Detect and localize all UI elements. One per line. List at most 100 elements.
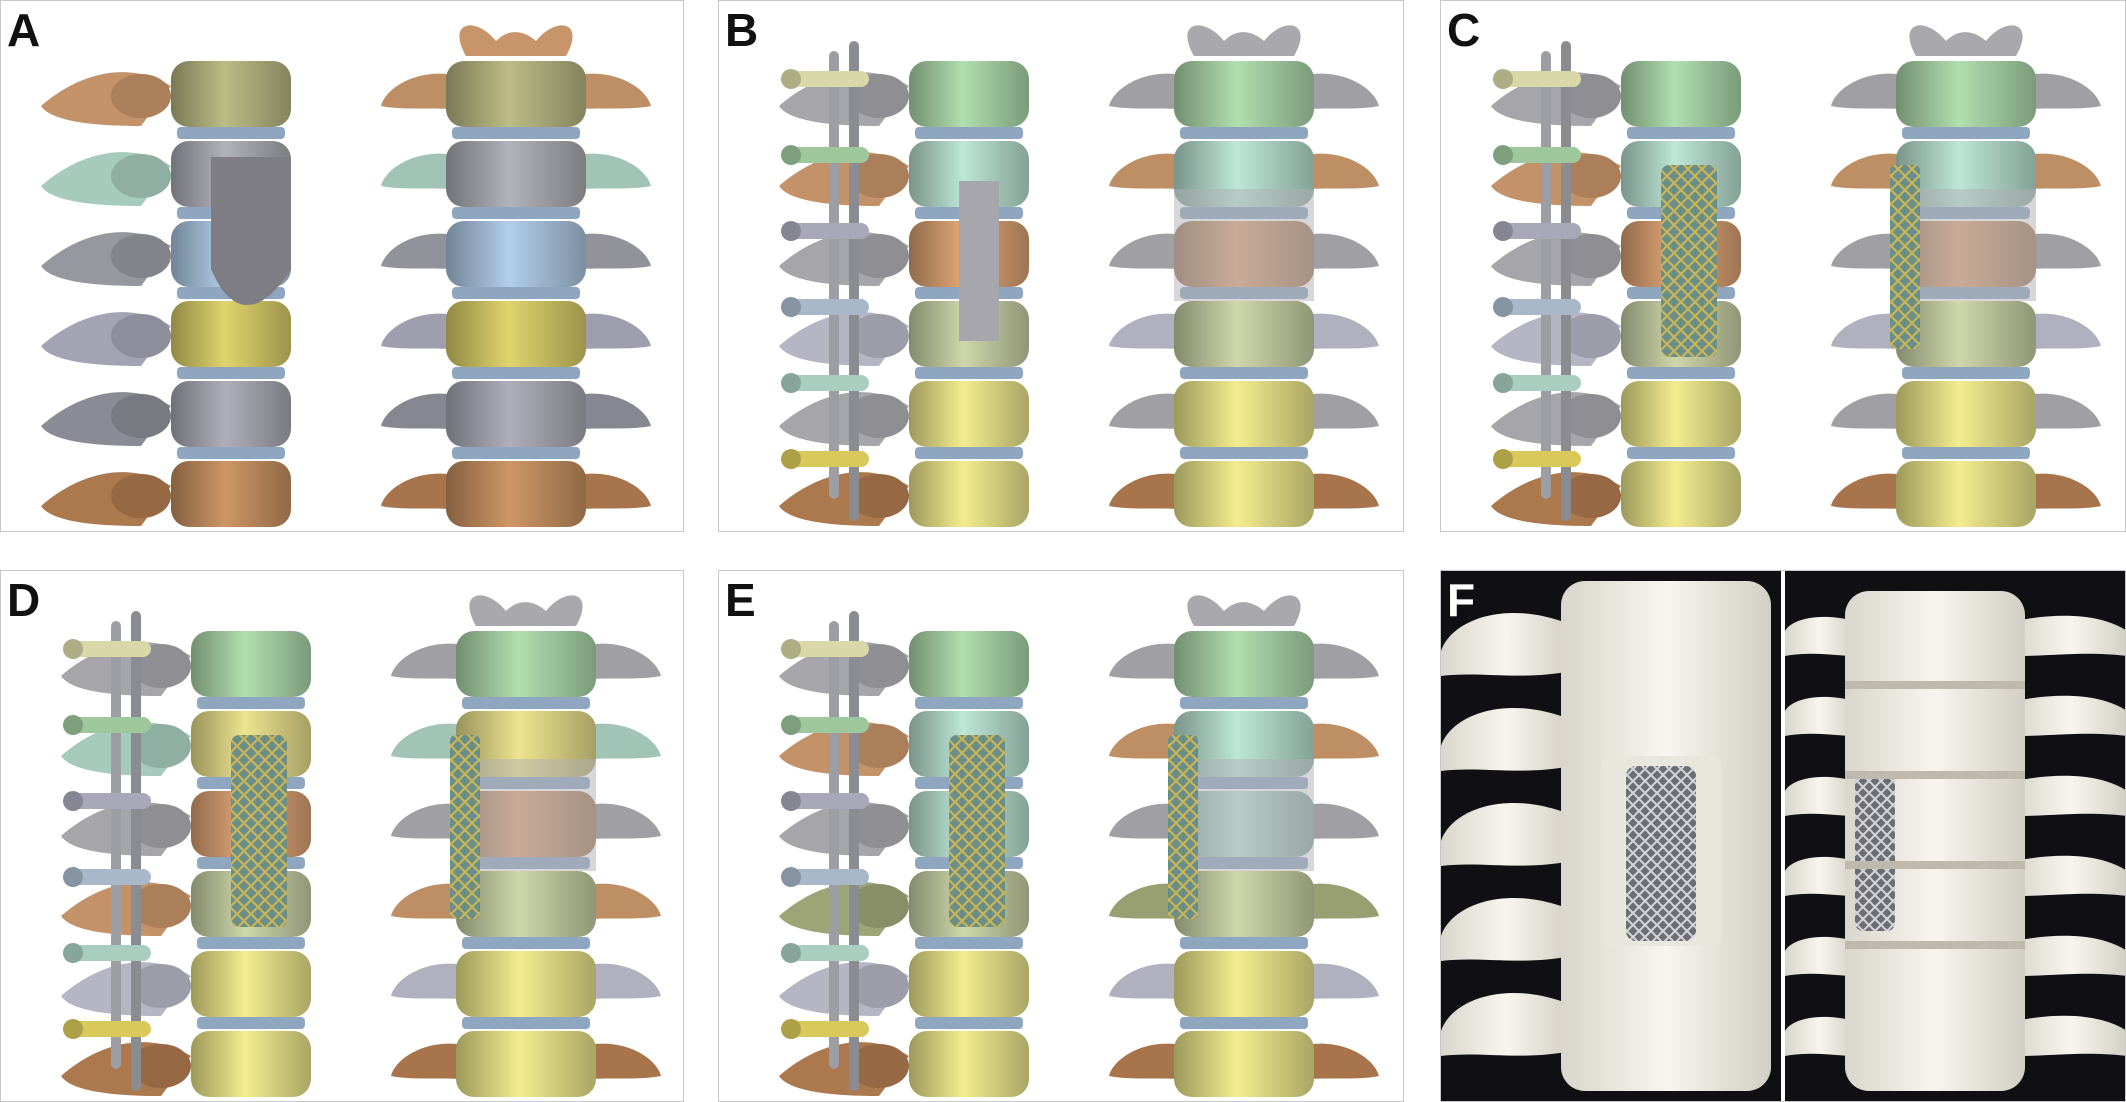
printed-vertebral-column <box>1845 591 2025 1091</box>
pedicle-screw <box>789 945 869 961</box>
spinous-process <box>456 531 576 532</box>
rib-process <box>2015 855 2125 896</box>
titanium-mesh-cage <box>1626 766 1696 941</box>
spine-lateral-view-c <box>1471 1 1771 531</box>
pedicle-screw <box>1501 147 1581 163</box>
pedicle-screw <box>1501 223 1581 239</box>
screw-head <box>781 69 801 89</box>
screw-head <box>781 1019 801 1039</box>
panel-e: E <box>718 570 1404 1102</box>
disc-line <box>1845 681 2025 689</box>
screw-head <box>781 791 801 811</box>
disc-line <box>1845 861 2025 869</box>
vertebral-body <box>446 61 586 127</box>
model-photo-lateral <box>1441 571 1783 1101</box>
intervertebral-disc <box>177 127 285 139</box>
rib-process <box>1785 856 1855 896</box>
pedicle-screw <box>789 641 869 657</box>
intervertebral-disc <box>915 447 1023 459</box>
vertebral-body <box>909 381 1029 447</box>
titanium-mesh-cage <box>231 735 287 927</box>
vertebral-body <box>1896 461 2036 527</box>
intervertebral-disc <box>915 367 1023 379</box>
pedicle-screw <box>1501 71 1581 87</box>
lamina <box>1561 314 1621 358</box>
screw-head <box>781 297 801 317</box>
pedicle-screw <box>789 793 869 809</box>
intervertebral-disc <box>1902 127 2030 139</box>
intervertebral-disc <box>1180 447 1308 459</box>
vertebral-body <box>171 461 291 527</box>
spinous-process <box>1184 531 1304 532</box>
lamina <box>849 964 909 1008</box>
screw-head <box>1493 373 1513 393</box>
lamina <box>849 884 909 928</box>
disc-line <box>1845 771 2025 779</box>
intervertebral-disc <box>1902 447 2030 459</box>
screw-head <box>63 639 83 659</box>
intervertebral-disc <box>1627 447 1735 459</box>
titanium-mesh-cage <box>1168 735 1198 919</box>
lamina <box>1561 234 1621 278</box>
fixation-rod <box>849 611 859 1091</box>
vertebral-body <box>1621 461 1741 527</box>
lamina <box>111 74 171 118</box>
vertebral-body <box>446 301 586 367</box>
spine-anterior-view-c <box>1821 1 2111 531</box>
vertebral-body <box>446 141 586 207</box>
screw-head <box>1493 145 1513 165</box>
vertebral-body <box>1896 61 2036 127</box>
spine-anterior-view-b <box>1099 1 1389 532</box>
vertebral-body <box>1174 61 1314 127</box>
intervertebral-disc <box>177 447 285 459</box>
lamina <box>1561 394 1621 438</box>
intervertebral-disc <box>452 207 580 219</box>
pedicle-screw <box>789 299 869 315</box>
titanium-mesh-cage <box>450 735 480 919</box>
pedicle-screw <box>789 717 869 733</box>
vertebral-body <box>909 951 1029 1017</box>
pedicle-screw <box>1501 299 1581 315</box>
intervertebral-disc <box>1180 697 1308 709</box>
panel-letter-f: F <box>1447 574 1476 626</box>
vertebral-body <box>909 61 1029 127</box>
pedicle-screw <box>789 223 869 239</box>
screw-head <box>1493 221 1513 241</box>
titanium-mesh-cage <box>1855 771 1895 931</box>
vertebral-body <box>909 461 1029 527</box>
rib-process <box>1785 776 1855 816</box>
rib-process <box>2015 1015 2125 1056</box>
vertebral-body <box>909 631 1029 697</box>
panel-letter-a: A <box>7 4 41 56</box>
screw-head <box>781 373 801 393</box>
lamina <box>849 314 909 358</box>
screw-head <box>781 221 801 241</box>
screw-head <box>63 943 83 963</box>
lamina <box>849 394 909 438</box>
spinous-process <box>1187 25 1301 56</box>
lamina <box>111 154 171 198</box>
spine-lateral-view-d <box>41 571 341 1101</box>
intervertebral-disc <box>915 1017 1023 1029</box>
intervertebral-disc <box>1180 1017 1308 1029</box>
lamina <box>849 804 909 848</box>
rib-process <box>2015 615 2125 656</box>
panel-d: D <box>0 570 684 1102</box>
intervertebral-disc <box>462 937 590 949</box>
panel-b: B <box>718 0 1404 532</box>
rib-process <box>1441 897 1571 961</box>
vertebral-body <box>171 61 291 127</box>
spine-lateral-view-b <box>759 1 1059 531</box>
vertebral-body <box>456 871 596 937</box>
vertebral-body <box>446 221 586 287</box>
intervertebral-disc <box>1627 127 1735 139</box>
vertebral-body <box>456 631 596 697</box>
fixation-rod <box>1541 51 1551 499</box>
pedicle-screw <box>71 641 151 657</box>
rib-process <box>1441 992 1571 1056</box>
spinous-process <box>469 595 583 626</box>
vertebral-body <box>1621 381 1741 447</box>
rib-process <box>1785 1016 1855 1056</box>
intervertebral-disc <box>452 367 580 379</box>
vertebral-body <box>1896 301 2036 367</box>
